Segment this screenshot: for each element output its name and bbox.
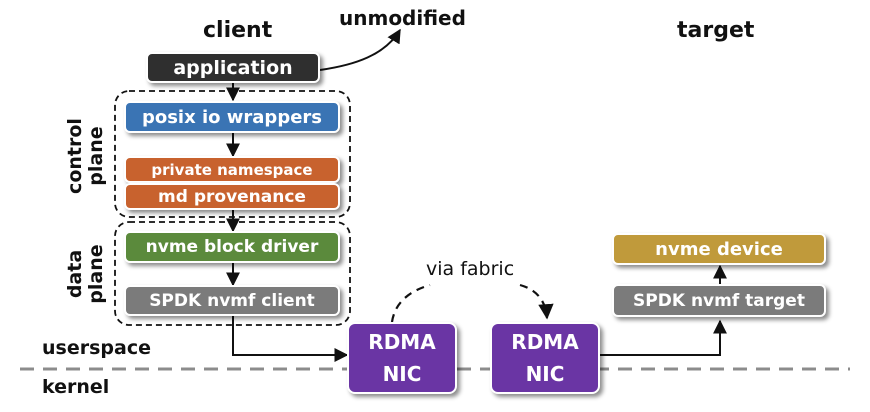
kernel-label: kernel bbox=[42, 376, 110, 398]
userspace-label: userspace bbox=[42, 337, 151, 359]
via-fabric-label: via fabric bbox=[426, 258, 515, 280]
rdma-nic-target-line-2: NIC bbox=[525, 362, 565, 386]
data-plane-line-1: data bbox=[64, 249, 86, 299]
rdma-nic-target-line-1: RDMA bbox=[511, 330, 579, 354]
nvme-device-box: nvme device bbox=[612, 233, 826, 265]
control-plane-label: control plane bbox=[64, 106, 109, 206]
nvme-block-driver-box: nvme block driver bbox=[124, 231, 340, 263]
fabric-arc-right bbox=[519, 283, 554, 320]
target-header: target bbox=[677, 18, 755, 43]
data-plane-line-2: plane bbox=[85, 244, 107, 304]
unmodified-label: unmodified bbox=[339, 6, 466, 30]
control-plane-line-2: plane bbox=[85, 126, 107, 186]
rdma-nic-target-box: RDMA NIC bbox=[490, 322, 600, 394]
spdk-nvmf-target-box: SPDK nvmf target bbox=[612, 284, 826, 317]
rdma-nic-client-box: RDMA NIC bbox=[347, 322, 457, 394]
private-namespace-box: private namespace bbox=[124, 156, 340, 183]
rdma-nic-client-line-1: RDMA bbox=[368, 330, 436, 354]
control-plane-line-1: control bbox=[64, 118, 86, 194]
arrow-spdk-client-to-rdma bbox=[232, 316, 349, 362]
data-plane-label: data plane bbox=[64, 224, 109, 324]
unmodified-arrow bbox=[319, 28, 401, 71]
fabric-arc-left bbox=[390, 283, 431, 323]
posix-io-wrappers-box: posix io wrappers bbox=[124, 101, 340, 133]
md-provenance-box: md provenance bbox=[124, 183, 340, 210]
client-header: client bbox=[203, 18, 273, 43]
rdma-nic-client-line-2: NIC bbox=[382, 362, 422, 386]
spdk-nvmf-client-box: SPDK nvmf client bbox=[124, 285, 340, 316]
application-box: application bbox=[146, 52, 320, 83]
arrow-rdma-to-spdk-target bbox=[598, 319, 727, 356]
